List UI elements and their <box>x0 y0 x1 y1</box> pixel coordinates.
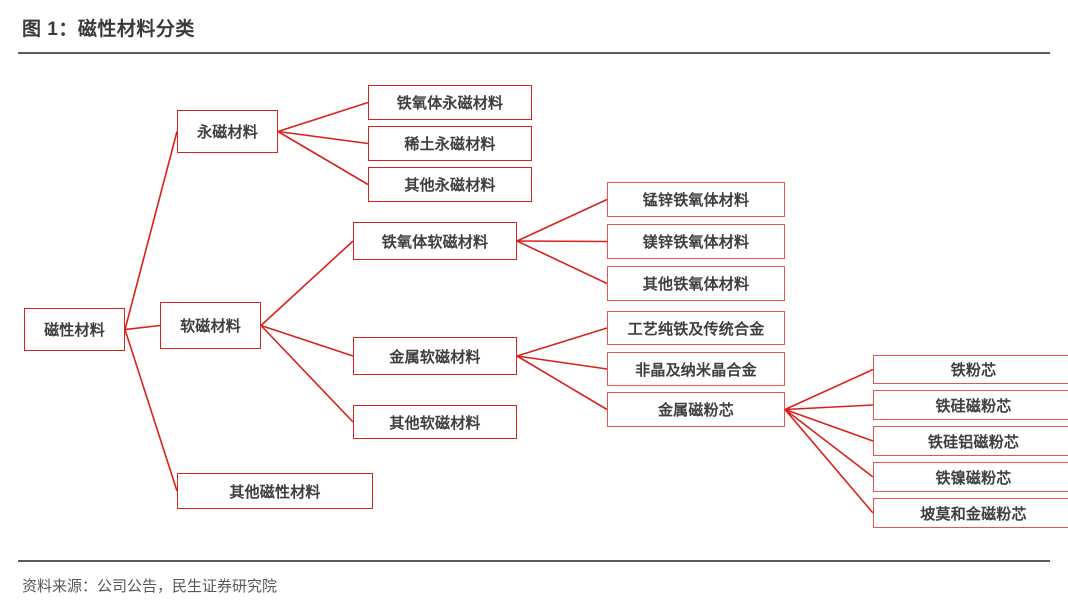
node-label: 永磁材料 <box>197 124 258 141</box>
node-label: 锰锌铁氧体材料 <box>642 192 750 209</box>
node-feNi: 铁镍磁粉芯 <box>873 462 1068 492</box>
edge-metalCore-to-feNi <box>784 408 874 478</box>
edge-metalCore-to-feSiAl <box>784 408 874 442</box>
node-softFerr: 铁氧体软磁材料 <box>353 222 517 260</box>
node-softMetal: 金属软磁材料 <box>353 337 517 375</box>
edge-perm-to-permFerr <box>277 101 369 133</box>
node-label: 铁粉芯 <box>950 362 997 379</box>
edge-softFerr-to-ferrOther <box>516 240 608 285</box>
title-divider <box>18 52 1050 54</box>
node-label: 铁氧体软磁材料 <box>381 233 489 251</box>
node-permRare: 稀土永磁材料 <box>368 126 532 161</box>
edge-perm-to-permRare <box>277 130 369 145</box>
node-label: 工艺纯铁及传统合金 <box>627 320 765 338</box>
node-metalCore: 金属磁粉芯 <box>607 392 785 427</box>
edge-softMetal-to-pureIron <box>516 327 608 357</box>
node-label: 非晶及纳米晶合金 <box>635 361 757 379</box>
edge-metalCore-to-feSi <box>784 404 874 411</box>
node-ferrOther: 其他铁氧体材料 <box>607 266 785 301</box>
edge-root-to-perm <box>124 131 178 330</box>
node-label: 金属磁粉芯 <box>657 402 734 419</box>
node-label: 金属软磁材料 <box>389 348 481 366</box>
node-softOther: 其他软磁材料 <box>353 405 517 439</box>
node-perm: 永磁材料 <box>177 110 278 153</box>
node-mnzn: 锰锌铁氧体材料 <box>607 182 785 217</box>
edge-softMetal-to-amorphous <box>516 355 608 370</box>
node-permalloy: 坡莫和金磁粉芯 <box>873 498 1068 528</box>
edge-soft-to-softOther <box>260 324 354 423</box>
node-label: 其他磁性材料 <box>229 483 321 501</box>
edge-softFerr-to-mnzn <box>516 198 608 242</box>
edge-perm-to-permOther <box>277 130 369 186</box>
edge-soft-to-softFerr <box>260 240 354 327</box>
edge-root-to-soft <box>124 324 161 331</box>
source-note: 资料来源：公司公告，民生证券研究院 <box>22 578 278 595</box>
node-label: 铁硅铝磁粉芯 <box>927 433 1020 451</box>
node-label: 铁氧体永磁材料 <box>396 95 504 112</box>
node-label: 磁性材料 <box>44 322 105 339</box>
node-label: 稀土永磁材料 <box>404 136 496 153</box>
node-label: 其他软磁材料 <box>389 414 481 432</box>
node-permOther: 其他永磁材料 <box>368 167 532 202</box>
node-label: 软磁材料 <box>180 318 241 335</box>
node-label: 坡莫和金磁粉芯 <box>920 505 1027 523</box>
node-amorphous: 非晶及纳米晶合金 <box>607 352 785 386</box>
edge-metalCore-to-permalloy <box>784 408 874 514</box>
node-otherMag: 其他磁性材料 <box>177 473 373 509</box>
edge-softFerr-to-mgzn <box>516 240 608 243</box>
node-root: 磁性材料 <box>24 308 125 351</box>
node-label: 其他永磁材料 <box>404 177 496 194</box>
page-title: 图 1：磁性材料分类 <box>22 19 195 40</box>
node-label: 铁镍磁粉芯 <box>935 469 1012 487</box>
node-label: 铁硅磁粉芯 <box>935 397 1012 415</box>
edge-soft-to-softMetal <box>260 324 354 357</box>
node-label: 其他铁氧体材料 <box>642 276 750 293</box>
edge-softMetal-to-metalCore <box>516 355 608 411</box>
footer-divider <box>18 560 1050 562</box>
node-feSiAl: 铁硅铝磁粉芯 <box>873 426 1068 456</box>
edge-metalCore-to-ironPowder <box>784 368 874 411</box>
node-label: 镁锌铁氧体材料 <box>642 234 750 251</box>
node-feSi: 铁硅磁粉芯 <box>873 390 1068 420</box>
node-soft: 软磁材料 <box>160 302 261 349</box>
node-ironPowder: 铁粉芯 <box>873 355 1068 384</box>
node-permFerr: 铁氧体永磁材料 <box>368 85 532 120</box>
node-pureIron: 工艺纯铁及传统合金 <box>607 311 785 345</box>
edge-root-to-otherMag <box>124 329 178 492</box>
node-mgzn: 镁锌铁氧体材料 <box>607 224 785 259</box>
